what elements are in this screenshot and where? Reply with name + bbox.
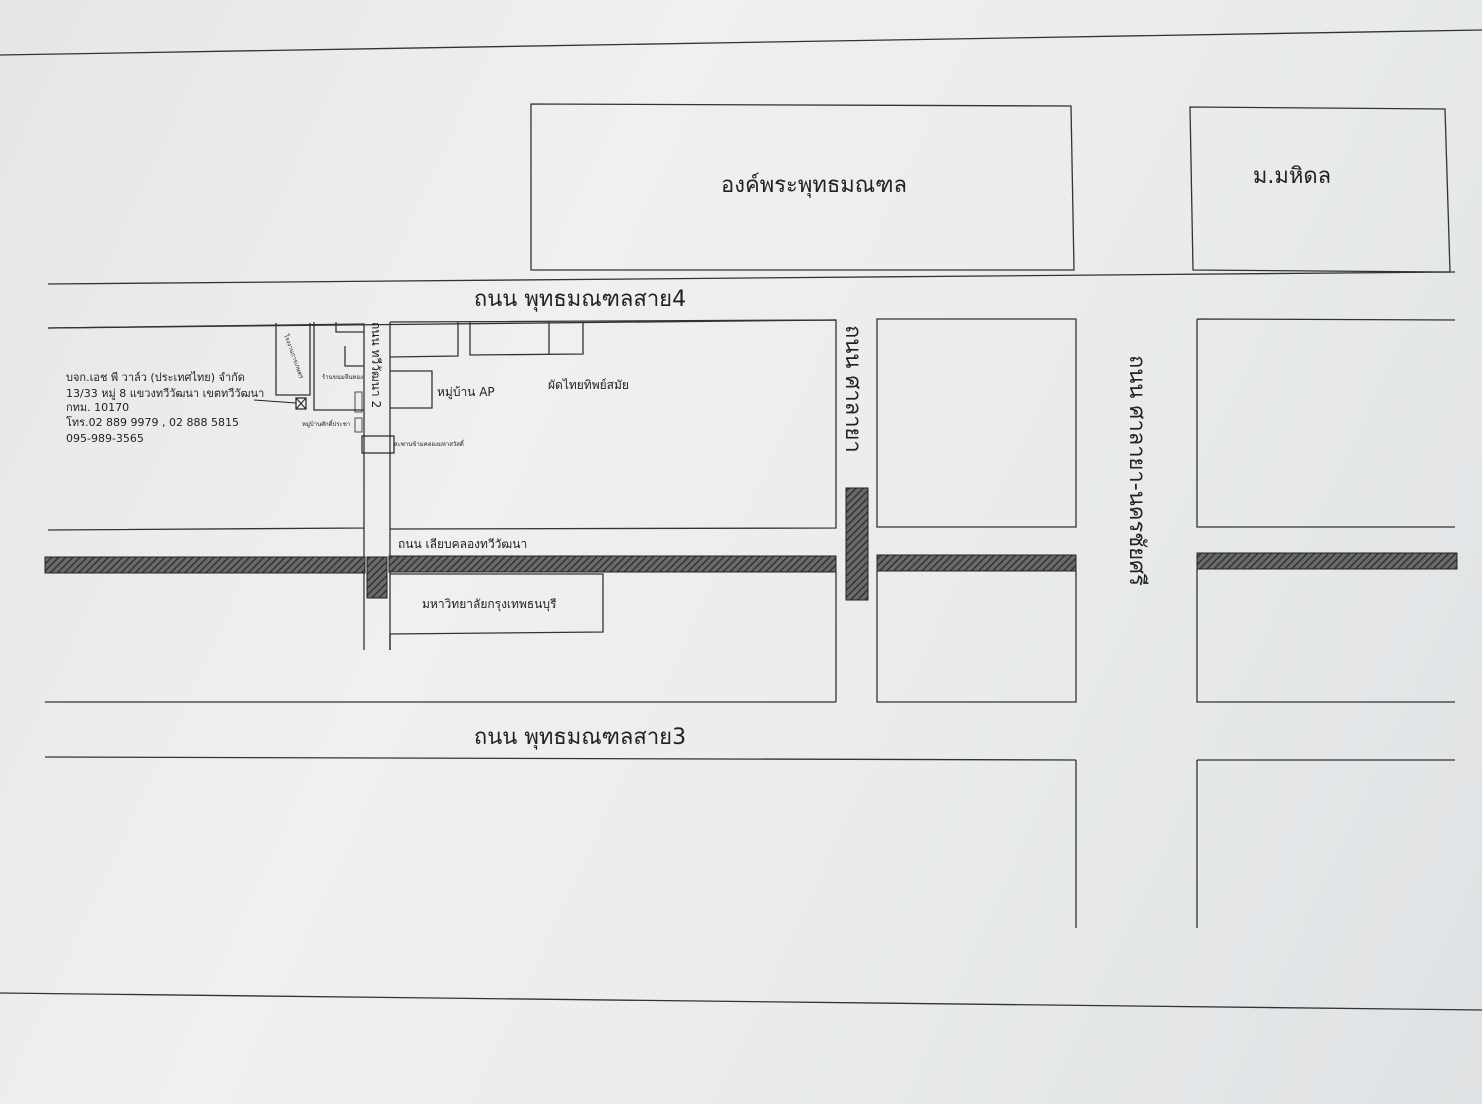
phutthamonthon-label: องค์พระพุทธมณฑล	[721, 173, 907, 198]
road-sai4-label: ถนน พุทธมณฑลสาย4	[474, 287, 686, 312]
crossed-box-icon-stroke	[295, 397, 307, 410]
small-shop-label: ร้านขนมจีนทอง	[322, 373, 363, 381]
mahidol-label: ม.มหิดล	[1253, 164, 1331, 189]
canal-bridge-west	[366, 556, 388, 599]
bridge-box	[361, 435, 395, 454]
west-block-left	[47, 323, 365, 531]
paper-bottom-edge	[0, 992, 1482, 1011]
university-label: มหาวิทยาลัยกรุงเทพธนบุรี	[422, 597, 557, 612]
university-block	[389, 573, 604, 635]
company-address: 13/33 หมู่ 8 แขวงทวีวัฒนา เขตทวีวัฒนา	[66, 387, 264, 400]
padthai-label: ผัดไทยทิพย์สมัย	[548, 378, 629, 392]
canal-bridge-salaya	[845, 487, 869, 601]
small-building-c	[335, 322, 364, 333]
east-block-1	[876, 318, 1077, 528]
paper-top-edge	[0, 29, 1482, 56]
west-block-right	[389, 319, 837, 530]
road-salaya-label: ถนน ศาลายา	[840, 325, 865, 453]
small-village-label: หมู่บ้านศักดิ์ประชา	[302, 419, 350, 428]
road-canal-label: ถนน เลียบคลองทวีวัฒนา	[398, 537, 527, 551]
road-thawiwatthana2-label: ถนน ทวีวัฒนา 2	[369, 322, 383, 408]
south-middle-block-edges	[389, 572, 837, 702]
mahidol-block	[1189, 106, 1451, 273]
company-city: กทม. 10170	[66, 401, 129, 414]
village-ap-label: หมู่บ้าน AP	[437, 385, 495, 400]
canal-segment-1	[44, 556, 366, 574]
ap-village-block	[390, 370, 433, 409]
small-building-label: โรงงานการเกษตร	[282, 333, 306, 380]
sai4-road-upper-edge	[47, 271, 1456, 285]
small-building-d	[344, 346, 364, 367]
east-block-3	[876, 571, 1077, 703]
canal-segment-2	[388, 555, 837, 573]
road-salaya-nakhonchaisri-label: ถนน ศาลายา-นครชัยศรี	[1124, 355, 1149, 586]
east-block-4	[1196, 569, 1455, 703]
road-sai3-label: ถนน พุทธมณฑลสาย3	[474, 725, 686, 750]
small-building-b	[313, 322, 364, 411]
company-mobile: 095-989-3565	[66, 432, 144, 445]
canal-segment-3	[876, 554, 1077, 572]
canal-segment-4	[1196, 552, 1458, 570]
phutthamonthon-block	[530, 103, 1075, 271]
sai3-road-lower-edge	[44, 756, 1077, 761]
company-marker-crossed-box-icon	[295, 397, 307, 410]
bridge-label: สะพานข้ามคลองมหาสวัสดิ์	[394, 439, 465, 448]
stair-marker-a	[354, 391, 363, 413]
company-pointer-line	[253, 399, 297, 404]
east-block-2	[1196, 318, 1456, 528]
small-building-a	[275, 323, 311, 396]
company-phone: โทร.02 889 9979 , 02 888 5815	[66, 415, 239, 429]
building-near-ap	[389, 322, 459, 358]
stair-marker-b	[354, 417, 363, 433]
company-name: บจก.เอช พี วาล์ว (ประเทศไทย) จำกัด	[66, 371, 245, 384]
padthai-block	[469, 322, 584, 356]
